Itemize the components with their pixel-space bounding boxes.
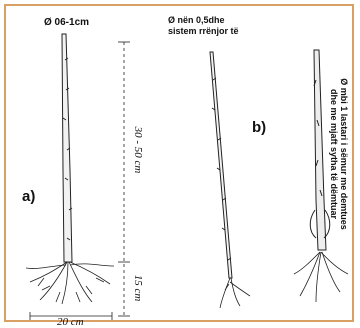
diameter-label-b: Ø nën 0,5dhe sistem rrënjor të [168, 15, 239, 37]
height-dimension-label: 30 - 50 cm [132, 127, 144, 174]
seedling-b-illustration [210, 52, 250, 308]
diameter-label-b-line2: sistem rrënjor të [168, 26, 239, 37]
root-dimension-label: 15 cm [132, 275, 144, 302]
marker-a: a) [22, 188, 35, 205]
damaged-seedling-label-line1: Ø mbi 1 lastari i sëmur me demtues [339, 4, 349, 304]
damaged-seedling-label-line2: dhe me mjaft sytha të dëmtuar [329, 4, 339, 304]
width-dimension-label: 20 cm [57, 316, 84, 328]
marker-b: b) [252, 119, 266, 136]
seedling-a-illustration [26, 34, 114, 304]
damaged-seedling-label: Ø mbi 1 lastari i sëmur me demtues dhe m… [329, 4, 349, 304]
seedling-b-roots [220, 278, 250, 308]
seedling-a-roots [26, 262, 114, 304]
dimension-lines [30, 42, 130, 320]
diameter-label-b-line1: Ø nën 0,5dhe [168, 15, 239, 26]
diameter-label-a: Ø 06-1cm [44, 17, 89, 28]
